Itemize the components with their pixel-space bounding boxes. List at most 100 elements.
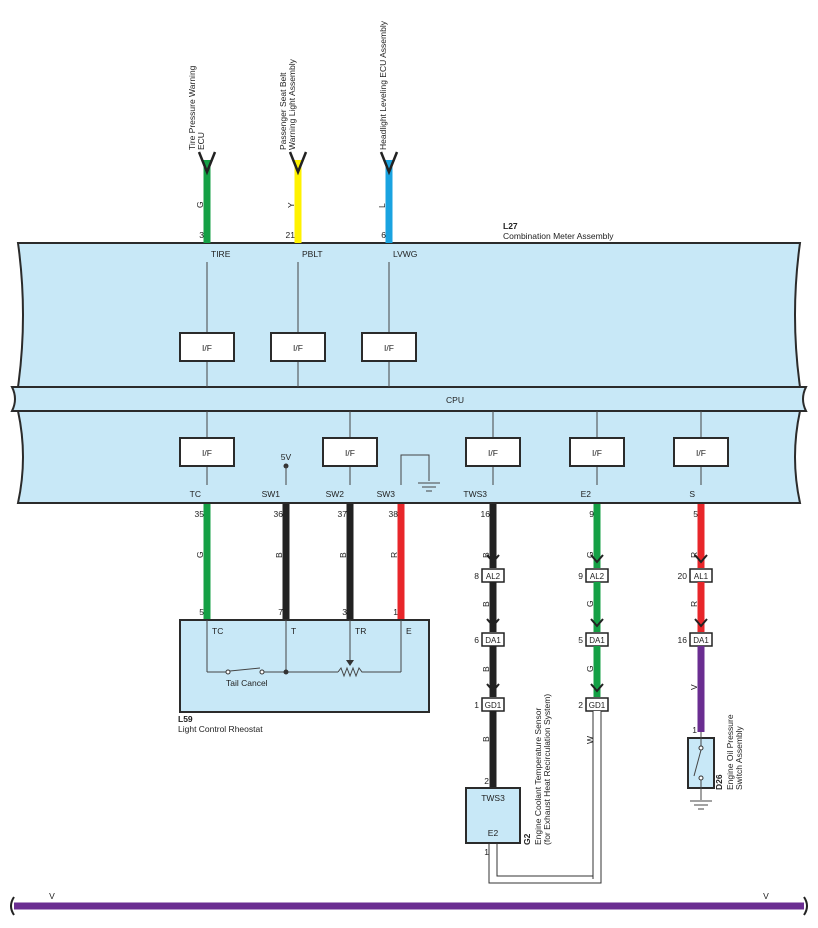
interface-label: I/F (293, 343, 303, 353)
pin-number: 3 (199, 230, 204, 240)
terminal-label: TIRE (211, 249, 231, 259)
terminal-label: S (689, 489, 695, 499)
interface-box (322, 437, 378, 467)
pin-number: 8 (474, 571, 479, 581)
pin-number: 35 (195, 509, 205, 519)
wire-color-label: B (274, 552, 284, 558)
rheostat-box (179, 619, 430, 713)
pin-number: 2 (578, 700, 583, 710)
sensor-box (465, 787, 521, 844)
pin-number: 1 (474, 700, 479, 710)
terminal-label: SW2 (326, 489, 345, 499)
wire-color-label: R (389, 552, 399, 558)
pin-number: 9 (578, 571, 583, 581)
interface-label: I/F (202, 343, 212, 353)
interface-label: I/F (488, 448, 498, 458)
pin-number: 1 (393, 607, 398, 617)
interface-label: I/F (345, 448, 355, 458)
wire-color-label: L (377, 203, 387, 208)
interface-box (270, 332, 326, 362)
interface-box (569, 437, 625, 467)
rheostat-name-label: Light Control Rheostat (178, 724, 263, 734)
switch-contact (698, 775, 704, 781)
wire-color-label: W (585, 736, 595, 744)
interface-label: I/F (384, 343, 394, 353)
ground-return-line (496, 760, 594, 877)
terminal-label: TR (355, 626, 366, 636)
pin-number: 5 (578, 635, 583, 645)
interface-label: I/F (696, 448, 706, 458)
switch-blade (693, 749, 702, 777)
pin-number: 20 (678, 571, 688, 581)
connector-chevron (486, 683, 500, 693)
switch-contact (225, 669, 231, 675)
pin-number: 1 (692, 725, 697, 735)
pin-number: 5 (693, 509, 698, 519)
junction-dot (283, 669, 289, 675)
wire-color-label: Y (286, 202, 296, 208)
terminal-label: E2 (488, 828, 499, 838)
wire-color-label: V (689, 684, 699, 690)
connector-label: GD1 (485, 701, 502, 710)
device-label: Tire Pressure WarningECU (187, 65, 206, 150)
wire-color-label: G (585, 551, 595, 558)
pin-number: 2 (484, 776, 489, 786)
pin-number: 1 (484, 847, 489, 857)
terminal-label: TC (212, 626, 223, 636)
wire-color-label: G (195, 201, 205, 208)
meter-id-label: L27 (503, 221, 518, 231)
interface-box (361, 332, 417, 362)
pin-number: 16 (678, 635, 688, 645)
interface-box (673, 437, 729, 467)
switch-contact (259, 669, 265, 675)
connector-chevron (590, 618, 604, 628)
internal-ground-line (400, 454, 430, 485)
terminal-label: PBLT (302, 249, 323, 259)
pin-number: 6 (381, 230, 386, 240)
bus-label-left: V (49, 891, 55, 901)
wire-color-label: B (338, 552, 348, 558)
connector-label: AL2 (486, 572, 501, 581)
wire-color-label: G (585, 600, 595, 607)
oil-switch-id-label: D26 (714, 774, 724, 790)
connector-arrow-icon (197, 151, 217, 176)
connector-chevron (486, 618, 500, 628)
connector-chevron (694, 618, 708, 628)
supply-voltage-label: 5V (281, 452, 292, 462)
oil-switch-name-label: Engine Oil PressureSwitch Assembly (725, 714, 744, 790)
pin-number: 9 (589, 509, 594, 519)
switch-blade (229, 667, 261, 672)
meter-name-label: Combination Meter Assembly (503, 231, 614, 241)
terminal-label: TC (190, 489, 201, 499)
pin-number: 6 (474, 635, 479, 645)
wire-color-label: B (481, 666, 491, 672)
wire-color-label: G (585, 665, 595, 672)
resistor-icon (337, 666, 401, 678)
wire-color-label: B (481, 552, 491, 558)
wire-color-label: G (195, 551, 205, 558)
device-label: Headlight Leveling ECU Assembly (378, 20, 388, 150)
wire-color-label: B (481, 736, 491, 742)
connector-chevron (486, 554, 500, 564)
wire-color-label: R (689, 552, 699, 558)
wiper-arrow-icon (346, 660, 354, 666)
wire-color-label: B (481, 601, 491, 607)
terminal-label: SW1 (262, 489, 281, 499)
ground-return-line (488, 760, 602, 884)
terminal-label: LVWG (393, 249, 417, 259)
terminal-label: E2 (581, 489, 592, 499)
sensor-name-label: Engine Coolant Temperature Sensor(for Ex… (533, 694, 552, 845)
bus-break-left-icon (10, 896, 15, 916)
interface-box (465, 437, 521, 467)
connector-chevron (590, 554, 604, 564)
switch-label: Tail Cancel (226, 678, 268, 688)
pin-number: 38 (389, 509, 399, 519)
device-label: Passenger Seat BeltWarning Light Assembl… (278, 58, 297, 150)
connector-label: DA1 (693, 636, 709, 645)
connector-label: AL1 (694, 572, 709, 581)
terminal-label: TWS3 (481, 793, 505, 803)
connector-label: GD1 (589, 701, 606, 710)
pin-number: 36 (274, 509, 284, 519)
pin-number: 7 (278, 607, 283, 617)
